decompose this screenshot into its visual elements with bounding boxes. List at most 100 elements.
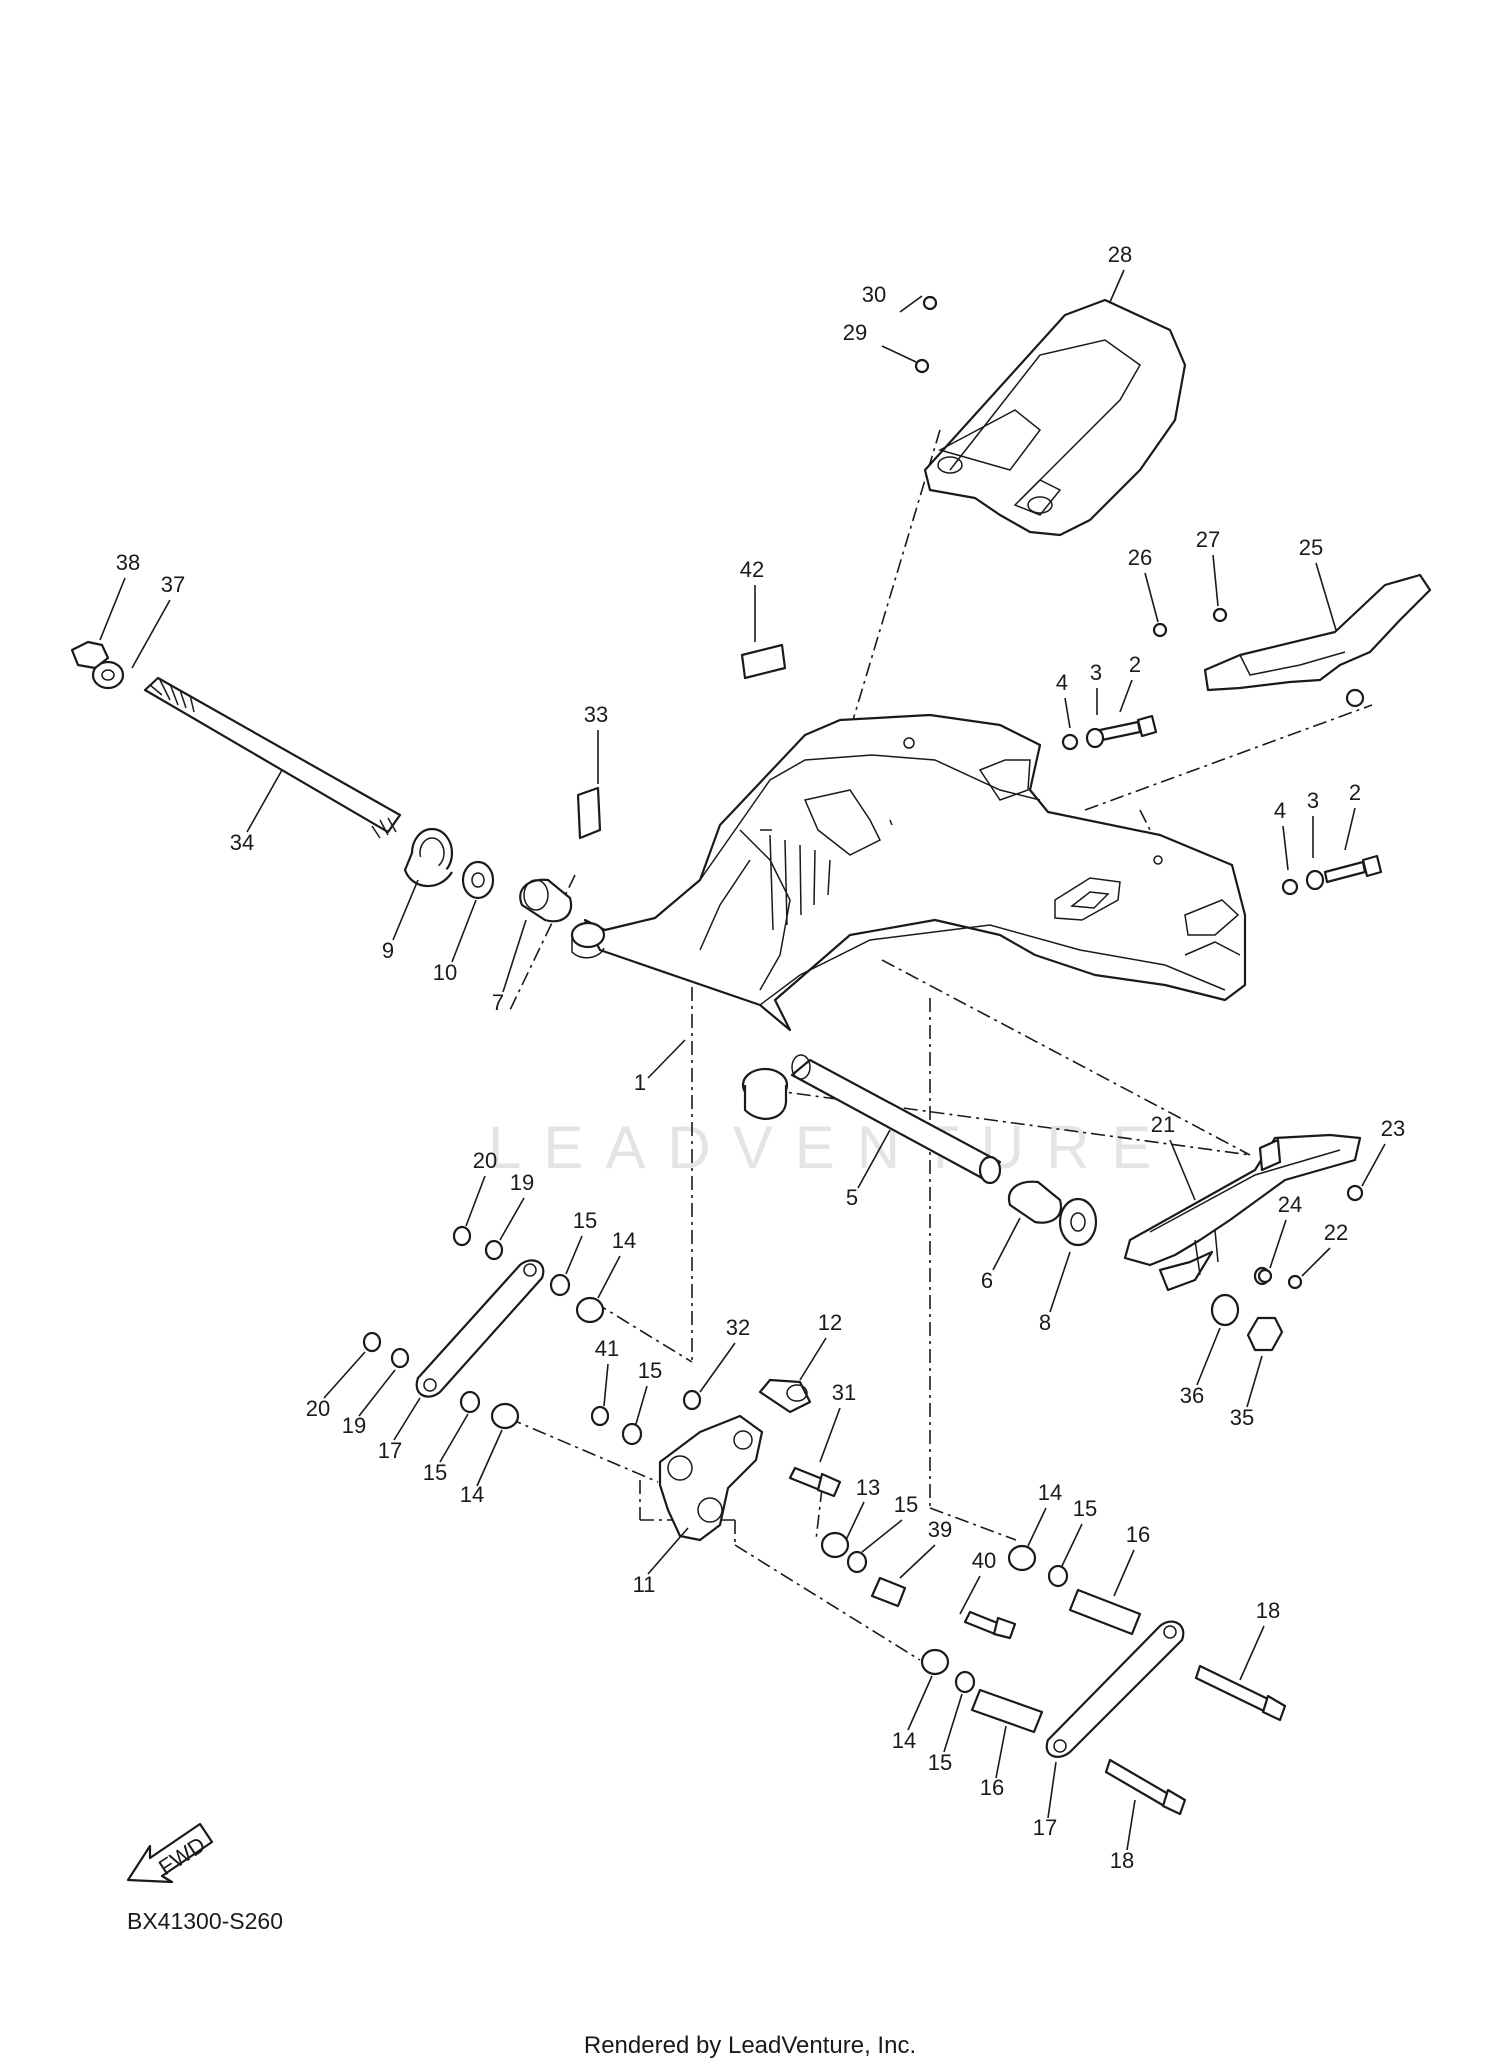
callout-42: 42 [740, 557, 764, 642]
callout-39-leader [899, 1544, 936, 1579]
chain-case-cover [923, 298, 1187, 537]
callout-25-leader [1315, 562, 1337, 631]
callout-15-a: 15 [565, 1208, 597, 1275]
callout-24-label: 24 [1278, 1192, 1302, 1217]
callout-39-label: 39 [928, 1517, 952, 1542]
callout-41-leader [603, 1363, 609, 1407]
callout-7: 7 [492, 919, 527, 1015]
callout-17-b-leader [1047, 1761, 1057, 1819]
callout-15-c: 15 [861, 1492, 918, 1553]
diagram-code: BX41300-S260 [127, 1908, 284, 1934]
callout-28-leader [1109, 269, 1125, 303]
callout-18-b: 18 [1110, 1799, 1136, 1873]
callout-21-label: 21 [1151, 1112, 1175, 1137]
callout-13-label: 13 [856, 1475, 880, 1500]
callout-17-a: 17 [378, 1397, 421, 1463]
callout-35: 35 [1230, 1355, 1263, 1430]
callout-16-b: 16 [980, 1725, 1007, 1800]
collars [490, 1296, 1142, 1734]
callout-15-e-leader [439, 1413, 469, 1463]
callout-2-b-label: 2 [1349, 780, 1361, 805]
callout-34: 34 [230, 769, 283, 855]
callout-33: 33 [584, 702, 608, 784]
callout-30: 30 [862, 282, 923, 313]
callout-15-c-label: 15 [894, 1492, 918, 1517]
callout-35-leader [1246, 1355, 1263, 1408]
callout-1-leader [647, 1039, 686, 1079]
callout-2-b: 2 [1344, 780, 1361, 851]
callout-6-label: 6 [981, 1268, 993, 1293]
callout-7-leader [502, 919, 527, 993]
callout-36-leader [1196, 1327, 1221, 1386]
callout-15-e-label: 15 [423, 1460, 447, 1485]
callout-16-a-leader [1113, 1549, 1135, 1597]
callout-13-leader [845, 1501, 865, 1541]
callout-28: 28 [1108, 242, 1132, 303]
callout-34-leader [246, 769, 283, 833]
callout-15-f-leader [943, 1693, 963, 1753]
callout-34-label: 34 [230, 830, 254, 855]
relay-arm [658, 1378, 812, 1542]
callout-14-b-leader [476, 1429, 503, 1487]
callout-15-e: 15 [423, 1413, 469, 1485]
hardware-parts [70, 640, 1284, 1352]
callout-4-b: 4 [1274, 798, 1289, 871]
callout-1-label: 1 [634, 1070, 646, 1095]
callout-9: 9 [382, 879, 419, 963]
callout-3-b-label: 3 [1307, 788, 1319, 813]
callout-14-d-label: 14 [892, 1728, 916, 1753]
callout-38: 38 [99, 550, 140, 641]
callout-42-label: 42 [740, 557, 764, 582]
callout-2-b-leader [1344, 807, 1356, 851]
callout-18-b-label: 18 [1110, 1848, 1134, 1873]
callout-39: 39 [899, 1517, 952, 1579]
callout-16-a-label: 16 [1126, 1522, 1150, 1547]
callout-9-leader [392, 879, 419, 941]
pivot-shaft [143, 676, 402, 839]
callout-14-b-label: 14 [460, 1482, 484, 1507]
callout-24: 24 [1269, 1192, 1302, 1269]
callout-29-label: 29 [843, 320, 867, 345]
callout-35-label: 35 [1230, 1405, 1254, 1430]
callout-15-b-label: 15 [638, 1358, 662, 1383]
chain-guard-upper [1203, 573, 1432, 708]
callout-19-a-label: 19 [510, 1170, 534, 1195]
callout-17-a-leader [393, 1397, 421, 1441]
callout-3-b: 3 [1307, 788, 1319, 858]
callout-29-leader [881, 345, 917, 363]
callout-18-a: 18 [1239, 1598, 1280, 1681]
callout-28-label: 28 [1108, 242, 1132, 267]
callout-40: 40 [959, 1548, 996, 1615]
callout-2-a: 2 [1119, 652, 1141, 713]
callout-40-label: 40 [972, 1548, 996, 1573]
callout-14-c: 14 [1027, 1480, 1062, 1547]
chain-guard-lower [1123, 1133, 1362, 1292]
callout-41-label: 41 [595, 1336, 619, 1361]
callout-8-leader [1049, 1251, 1071, 1313]
callout-27-label: 27 [1196, 527, 1220, 552]
labels [576, 643, 787, 840]
callout-14-c-label: 14 [1038, 1480, 1062, 1505]
callout-8-label: 8 [1039, 1310, 1051, 1335]
callout-27: 27 [1196, 527, 1220, 607]
callout-15-b-leader [635, 1385, 648, 1425]
washers [362, 1225, 1069, 1694]
callout-12-label: 12 [818, 1310, 842, 1335]
fwd-arrow-icon: FWD [126, 1822, 214, 1884]
callout-15-f-label: 15 [928, 1750, 952, 1775]
callout-40-leader [959, 1575, 981, 1615]
callout-9-label: 9 [382, 938, 394, 963]
callout-15-d-label: 15 [1073, 1496, 1097, 1521]
callout-1: 1 [634, 1039, 686, 1095]
callout-29: 29 [843, 320, 917, 363]
callout-20-b-label: 20 [306, 1396, 330, 1421]
callout-22: 22 [1301, 1220, 1348, 1277]
callout-15-d-leader [1061, 1523, 1083, 1567]
callout-6-leader [992, 1217, 1021, 1271]
callout-18-a-label: 18 [1256, 1598, 1280, 1623]
callout-5-leader [857, 1129, 891, 1189]
callout-20-a: 20 [465, 1148, 497, 1227]
callout-23-label: 23 [1381, 1116, 1405, 1141]
